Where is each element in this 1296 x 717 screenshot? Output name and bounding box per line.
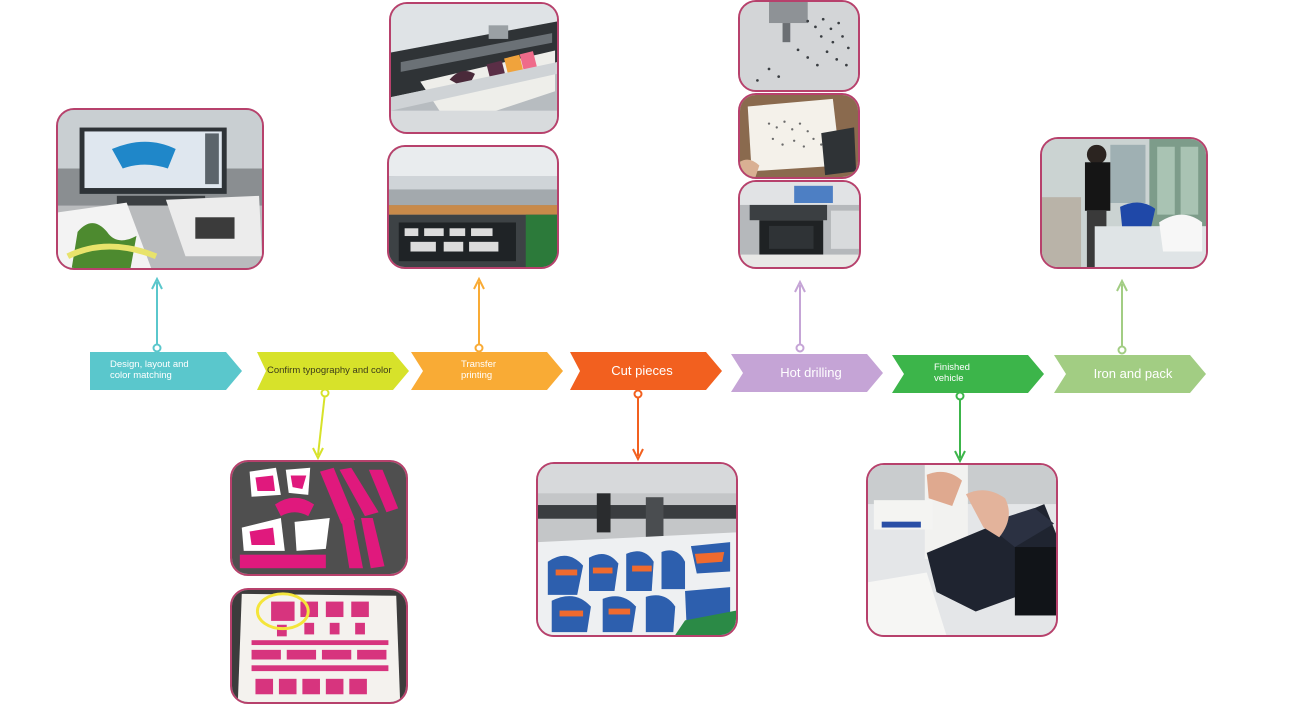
photo-sewing-machine	[866, 463, 1058, 637]
design-computer-illustration	[58, 110, 262, 268]
rhinestone-board-illustration	[740, 95, 858, 177]
heat-press-illustration	[740, 182, 859, 267]
step-design: Design, layout and color matching	[90, 352, 242, 390]
step-transfer-printing: Transfer printing	[411, 352, 563, 390]
drilling-template-illustration	[740, 2, 858, 90]
step-hot-drilling-label: Hot drilling	[780, 364, 842, 380]
step-typography-label: Confirm typography and color	[267, 364, 392, 376]
typography-layout-illustration	[232, 462, 406, 574]
step-finished-vehicle: Finished vehicle	[892, 355, 1044, 393]
step-hot-drilling-shape	[731, 354, 883, 392]
laser-cutting-illustration	[538, 464, 736, 635]
connector-iron-pack	[1116, 278, 1128, 355]
connector-cut-pieces	[632, 389, 644, 462]
photo-laser-cutting	[536, 462, 738, 637]
step-cut-pieces-shape	[570, 352, 722, 390]
step-transfer-printing-label: Transfer printing	[461, 359, 497, 381]
sewing-machine-illustration	[868, 465, 1056, 635]
step-typography-shape	[257, 352, 409, 390]
step-finished-vehicle-label: Finished vehicle	[934, 362, 970, 384]
photo-rhinestone-board	[738, 93, 860, 179]
step-cut-pieces-label: Cut pieces	[611, 362, 673, 378]
step-typography: Confirm typography and color	[257, 352, 409, 390]
photo-transfer-press	[387, 145, 559, 269]
photo-design-computer	[56, 108, 264, 270]
step-finished-vehicle-shape	[892, 355, 1044, 393]
step-design-label: Design, layout and color matching	[110, 359, 189, 381]
connector-design	[151, 276, 163, 353]
connector-transfer-printing	[473, 276, 485, 353]
step-design-shape	[90, 352, 242, 390]
transfer-printer-illustration	[391, 4, 557, 132]
photo-ironing-packing	[1040, 137, 1208, 269]
step-hot-drilling: Hot drilling	[731, 354, 883, 392]
photo-drilling-template	[738, 0, 860, 92]
transfer-press-illustration	[389, 147, 557, 267]
step-iron-pack-label: Iron and pack	[1093, 365, 1173, 381]
step-transfer-printing-shape	[411, 352, 563, 390]
connector-typography	[312, 388, 330, 461]
step-cut-pieces: Cut pieces	[570, 352, 722, 390]
photo-color-sample-sheet	[230, 588, 408, 704]
color-sample-sheet-illustration	[232, 590, 406, 702]
step-iron-pack-shape	[1054, 355, 1206, 393]
photo-typography-layout	[230, 460, 408, 576]
connector-hot-drilling	[794, 279, 806, 353]
photo-heat-press	[738, 180, 861, 269]
step-iron-pack: Iron and pack	[1054, 355, 1206, 393]
connector-finished-vehicle	[954, 391, 966, 464]
photo-transfer-printer	[389, 2, 559, 134]
ironing-packing-illustration	[1042, 139, 1206, 267]
